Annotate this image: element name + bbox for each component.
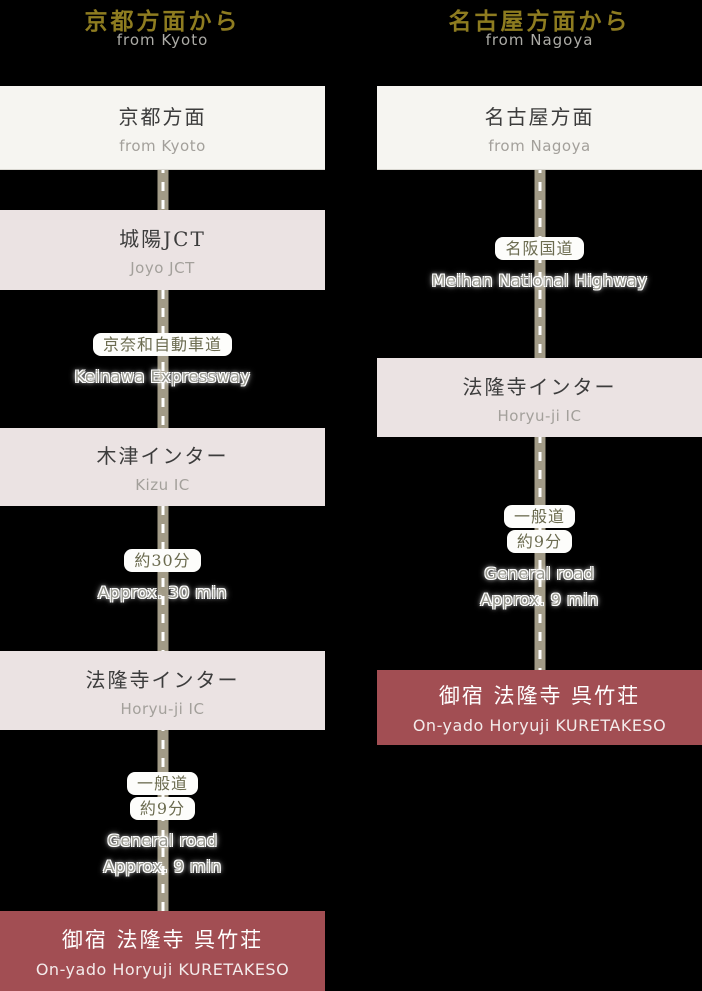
stop-name-en: from Kyoto [119, 136, 206, 155]
road-type-jp-pill: 一般道 [503, 505, 575, 529]
stop-name-jp: 法隆寺インター [462, 374, 617, 399]
destination-name-jp: 御宿 法隆寺 呉竹荘 [438, 684, 641, 708]
road-type-en: General road [107, 831, 218, 851]
column-from-nagoya: 名古屋方面から from Nagoya 名古屋方面 from Nagoya 名阪… [377, 0, 702, 991]
road-type-en: General road [484, 564, 595, 584]
stop-name-jp: 城陽JCT [119, 227, 206, 251]
road-time-jp-pill: 約9分 [129, 797, 196, 821]
column-heading-jp: 名古屋方面から [448, 8, 631, 35]
column-heading-jp: 京都方面から [84, 8, 241, 35]
stop-name-en: from Nagoya [488, 136, 591, 155]
road-time-en: Approx. 30 min [97, 583, 228, 603]
road-time-jp-pill: 約9分 [506, 530, 573, 554]
road-label-general-road: 一般道 約9分 General road Approx. 9 min [377, 505, 702, 611]
road-type-jp-pill: 一般道 [126, 772, 198, 796]
road-label-general-road: 一般道 約9分 General road Approx. 9 min [0, 772, 325, 878]
destination-name-en: On-yado Horyuji KURETAKESO [412, 716, 667, 735]
destination-name-jp: 御宿 法隆寺 呉竹荘 [61, 927, 264, 952]
road-time-en: Approx. 9 min [480, 589, 599, 609]
stop-name-jp: 京都方面 [118, 104, 207, 129]
stop-box-joyo-jct: 城陽JCT Joyo JCT [0, 210, 325, 290]
start-box-kyoto: 京都方面 from Kyoto [0, 86, 325, 170]
stop-box-horyuji-ic: 法隆寺インター Horyu-ji IC [377, 358, 702, 437]
road-label-meihan-national-highway: 名阪国道 Meihan National Highway [377, 237, 702, 292]
stop-name-en: Horyu-ji IC [497, 406, 582, 425]
column-heading-en: from Nagoya [485, 31, 594, 49]
stop-name-jp: 法隆寺インター [85, 667, 240, 692]
road-name-en: Keinawa Expressway [74, 367, 251, 387]
destination-box: 御宿 法隆寺 呉竹荘 On-yado Horyuji KURETAKESO [377, 670, 702, 745]
road-line [157, 128, 168, 950]
stop-box-horyuji-ic: 法隆寺インター Horyu-ji IC [0, 651, 325, 730]
stop-name-en: Kizu IC [135, 476, 190, 494]
stop-name-jp: 木津インター [96, 444, 229, 468]
road-label-keinawa-expressway: 京奈和自動車道 Keinawa Expressway [0, 333, 325, 388]
road-label-approx-30-min: 約30分 Approx. 30 min [0, 549, 325, 604]
stop-name-en: Joyo JCT [130, 259, 195, 277]
road-name-en: Meihan National Highway [431, 271, 648, 291]
destination-box: 御宿 法隆寺 呉竹荘 On-yado Horyuji KURETAKESO [0, 911, 325, 991]
stop-name-jp: 名古屋方面 [484, 104, 595, 129]
stop-name-en: Horyu-ji IC [120, 699, 205, 718]
stop-box-kizu-ic: 木津インター Kizu IC [0, 428, 325, 506]
column-from-kyoto: 京都方面から from Kyoto 京都方面 from Kyoto 城陽JCT … [0, 0, 325, 991]
road-time-en: Approx. 9 min [103, 856, 222, 876]
road-name-jp-pill: 名阪国道 [495, 237, 584, 261]
destination-name-en: On-yado Horyuji KURETAKESO [35, 959, 290, 979]
road-name-jp-pill: 京奈和自動車道 [92, 333, 232, 357]
road-time-jp-pill: 約30分 [124, 549, 201, 573]
start-box-nagoya: 名古屋方面 from Nagoya [377, 86, 702, 170]
column-heading-en: from Kyoto [116, 31, 209, 49]
